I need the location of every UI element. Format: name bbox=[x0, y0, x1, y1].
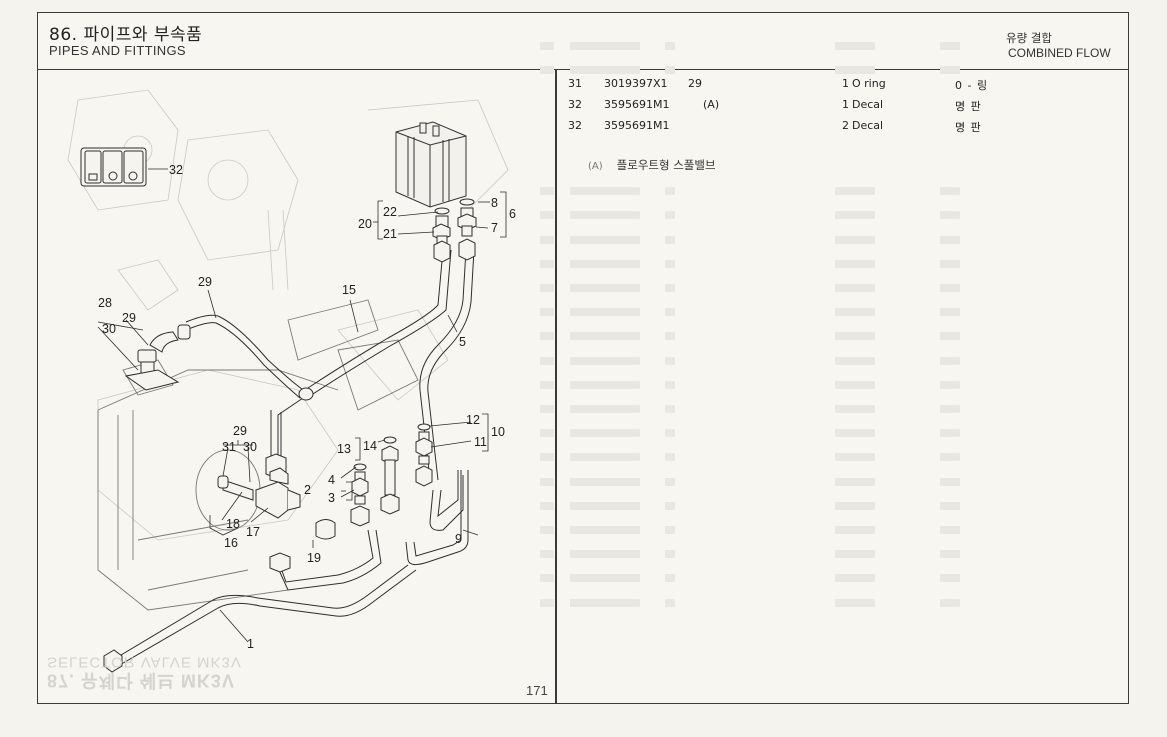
callout-22: 22 bbox=[383, 205, 397, 219]
callout-29: 29 bbox=[233, 424, 247, 438]
callout-3: 3 bbox=[328, 491, 335, 505]
footnote: (A) 플로우트형 스풀밸브 bbox=[588, 157, 716, 173]
callout-5: 5 bbox=[459, 335, 466, 349]
section-subtitle-korean: 유량 결합 bbox=[1006, 31, 1052, 45]
valve-block bbox=[395, 121, 467, 208]
part-description-korean: 0 - 링 bbox=[955, 79, 989, 92]
callout-27: 29 bbox=[122, 311, 136, 325]
page-title-korean: 86. 파이프와 부속품 bbox=[49, 25, 203, 45]
part-note: 29 bbox=[688, 77, 702, 90]
part-note: (A) bbox=[703, 98, 720, 111]
callout-2: 2 bbox=[304, 483, 311, 497]
part-qty: 2 bbox=[842, 119, 849, 132]
parts-row: 32 3595691M1 2 Decal 명 판 bbox=[558, 119, 1118, 139]
part-number: 3019397X1 bbox=[604, 77, 668, 90]
parts-row: 31 3019397X1 29 1 O ring 0 - 링 bbox=[558, 77, 1118, 97]
page-title-english: PIPES AND FITTINGS bbox=[49, 43, 186, 58]
header-subtitle-block: 유량 결합 COMBINED FLOW bbox=[556, 13, 1128, 70]
part-number: 3595691M1 bbox=[604, 119, 670, 132]
part-description: O ring bbox=[852, 77, 886, 90]
bleed-through-line1: SELECTOR VALVE MK3V bbox=[47, 653, 242, 671]
parts-row: 32 3595691M1 (A) 1 Decal 명 판 bbox=[558, 98, 1118, 118]
callout-32: 32 bbox=[169, 163, 183, 177]
section-subtitle-english: COMBINED FLOW bbox=[1008, 46, 1111, 60]
callout-6: 6 bbox=[509, 207, 516, 221]
callout-31: 31 bbox=[222, 440, 236, 454]
callout-13: 13 bbox=[337, 442, 351, 456]
part-qty: 1 bbox=[842, 77, 849, 90]
callout-1: 1 bbox=[247, 637, 254, 651]
column-divider bbox=[555, 69, 557, 703]
callout-25: 29 bbox=[198, 275, 212, 289]
callout-18: 18 bbox=[226, 517, 240, 531]
callout-30: 30 bbox=[243, 440, 257, 454]
callout-8: 8 bbox=[491, 196, 498, 210]
callout-17: 17 bbox=[246, 525, 260, 539]
callout-labels: 32 8 6 7 22 20 21 29 15 5 28 29 30 12 10… bbox=[98, 163, 516, 651]
callout-12: 12 bbox=[466, 413, 480, 427]
callout-9: 9 bbox=[455, 532, 462, 546]
callout-20: 20 bbox=[358, 217, 372, 231]
part-description: Decal bbox=[852, 98, 884, 111]
callout-4: 4 bbox=[328, 473, 335, 487]
part-description-korean: 명 판 bbox=[955, 100, 982, 113]
callout-21: 21 bbox=[383, 227, 397, 241]
leader-lines bbox=[97, 168, 507, 643]
callout-19: 19 bbox=[307, 551, 321, 565]
page-frame: 86. 파이프와 부속품 PIPES AND FITTINGS 유량 결합 CO… bbox=[37, 12, 1129, 704]
part-ref: 32 bbox=[568, 98, 582, 111]
callout-10: 10 bbox=[491, 425, 505, 439]
callout-28: 30 bbox=[102, 322, 116, 336]
callout-11: 11 bbox=[474, 435, 487, 449]
part-number: 3595691M1 bbox=[604, 98, 670, 111]
callout-15: 15 bbox=[342, 283, 356, 297]
diagram-svg: 32 8 6 7 22 20 21 29 15 5 28 29 30 12 10… bbox=[67, 89, 516, 673]
page-number: 171 bbox=[526, 683, 548, 698]
part-ref: 31 bbox=[568, 77, 582, 90]
part-qty: 1 bbox=[842, 98, 849, 111]
bleed-through-footer: 87. 유체다 쉐브 MK3V SELECTOR VALVE MK3V bbox=[47, 653, 242, 691]
callout-26: 28 bbox=[98, 296, 112, 310]
part-ref: 32 bbox=[568, 119, 582, 132]
fittings bbox=[80, 147, 477, 673]
engine-block-outline bbox=[97, 299, 419, 611]
engine-background-sketch bbox=[67, 89, 509, 541]
bleed-through-line2: 87. 유체다 쉐브 MK3V bbox=[47, 670, 235, 691]
header-title-block: 86. 파이프와 부속품 PIPES AND FITTINGS bbox=[38, 13, 556, 70]
footnote-mark: (A) bbox=[588, 161, 603, 172]
footnote-text: 플로우트형 스풀밸브 bbox=[616, 158, 716, 172]
pipe-lines bbox=[115, 249, 475, 667]
part-description-korean: 명 판 bbox=[955, 121, 982, 134]
exploded-parts-diagram: 32 8 6 7 22 20 21 29 15 5 28 29 30 12 10… bbox=[38, 70, 555, 703]
part-description: Decal bbox=[852, 119, 884, 132]
callout-7: 7 bbox=[491, 221, 498, 235]
callout-14: 14 bbox=[363, 439, 377, 453]
callout-16: 16 bbox=[224, 536, 238, 550]
